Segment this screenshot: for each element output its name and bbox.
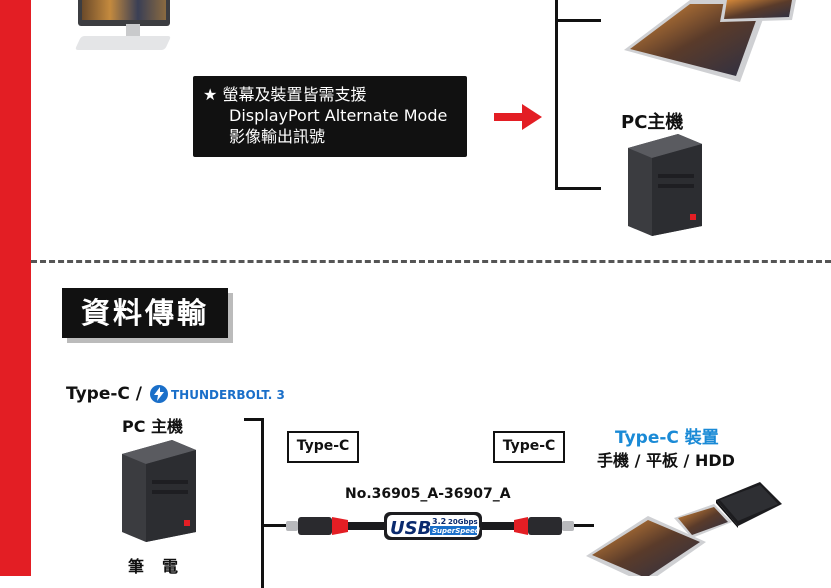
left-accent-bar — [0, 0, 31, 576]
monitor-base — [74, 36, 172, 50]
hdd-image — [716, 482, 782, 528]
usb-version-text: 3.2 — [432, 517, 446, 526]
usb-superspeed-text: SuperSpeed — [432, 527, 481, 535]
right-connector-label: Type-C — [493, 431, 565, 463]
thunderbolt-icon — [150, 385, 168, 403]
typec-device-title: Type-C 裝置 — [615, 428, 719, 448]
usb-speed-text: 20Gbps — [448, 518, 478, 526]
cable-line-right — [572, 524, 594, 527]
pc-tower-image — [628, 134, 702, 236]
usb-logo-text: USB — [390, 518, 431, 539]
model-number: No.36905_A-36907_A — [345, 486, 511, 502]
left-connector-label: Type-C — [287, 431, 359, 463]
thunderbolt-label: THUNDERBOLT. 3 — [171, 388, 285, 402]
section-divider — [31, 260, 831, 263]
right-arrow-icon — [494, 104, 542, 130]
top-connector-bracket — [555, 0, 601, 190]
monitor-screen — [82, 0, 166, 20]
source-connector-bracket — [244, 418, 264, 588]
notebook-label: 筆電 — [128, 557, 197, 576]
star-icon: ★ — [203, 85, 218, 104]
typec-device-subtitle: 手機 / 平板 / HDD — [597, 451, 735, 470]
cable-line-left — [264, 524, 286, 527]
notice-line-2: DisplayPort Alternate Mode — [229, 106, 448, 125]
notice-line-1: ★ 螢幕及裝置皆需支援 — [203, 85, 367, 104]
notice-line-3: 影像輸出訊號 — [229, 127, 326, 146]
phone-image — [674, 504, 732, 538]
tablet-image-bottom — [586, 516, 706, 576]
typec-prefix-label: Type-C / — [66, 384, 143, 404]
displayport-notice: ★ 螢幕及裝置皆需支援 DisplayPort Alternate Mode 影… — [193, 76, 467, 157]
pc-label-top: PC主機 — [621, 112, 684, 133]
data-transfer-title: 資料傳輸 — [62, 288, 228, 338]
pc-main-label: PC 主機 — [122, 417, 184, 436]
top-connector-branch — [555, 19, 601, 22]
tablet-phone-image — [624, 0, 796, 82]
usb-c-cable-image: USB 3.2 20Gbps SuperSpeed — [286, 512, 574, 540]
pc-tower-image-bottom — [122, 440, 196, 542]
